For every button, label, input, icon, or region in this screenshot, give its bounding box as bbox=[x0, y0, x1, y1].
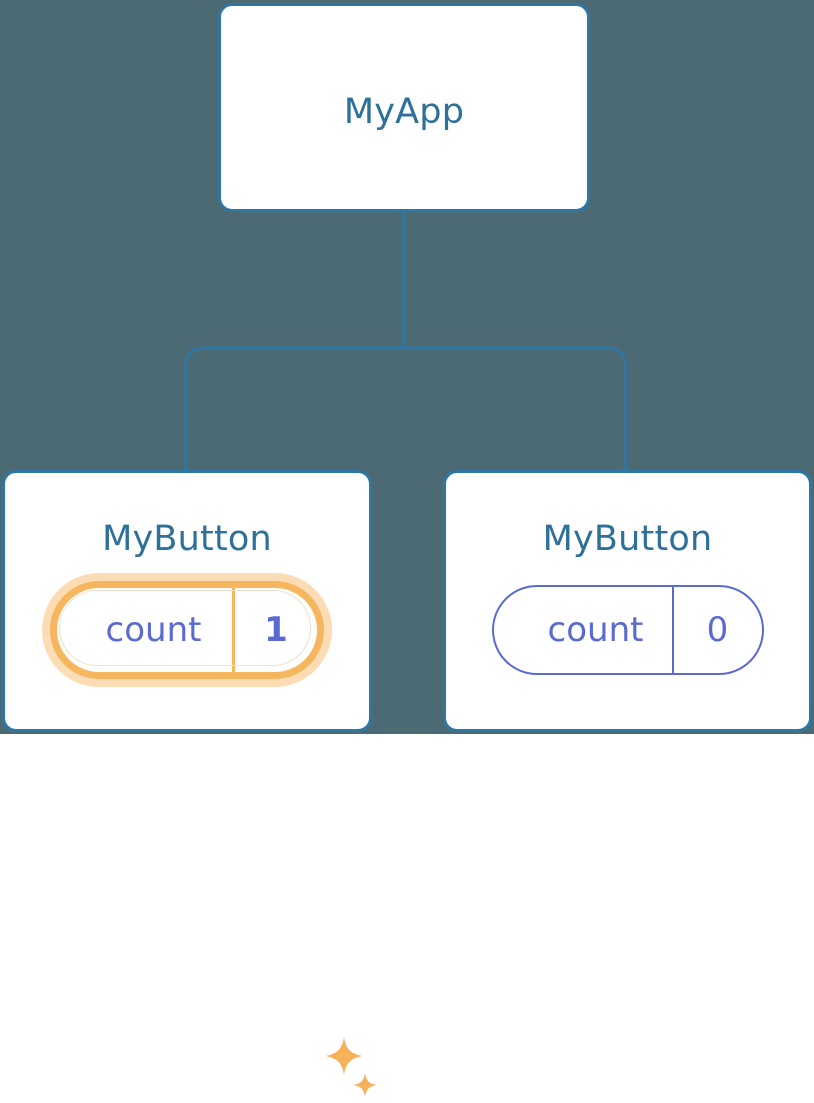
state-pill-glow: count 1 bbox=[42, 573, 332, 687]
node-card-child-1[interactable]: MyButton count 0 bbox=[443, 470, 812, 732]
state-pill-highlighted-wrap: count 1 bbox=[5, 573, 369, 687]
state-key-child-1: count bbox=[547, 610, 644, 650]
node-card-root[interactable]: MyApp bbox=[218, 3, 590, 212]
node-title-child-1: MyButton bbox=[542, 519, 713, 559]
state-value-child-1: 0 bbox=[671, 587, 762, 673]
sparkle-small-icon bbox=[353, 1073, 377, 1097]
sparkle-large-icon bbox=[326, 1037, 362, 1075]
state-value-child-0: 1 bbox=[232, 588, 317, 672]
node-title-child-0: MyButton bbox=[102, 519, 272, 559]
state-pill-plain-wrap: count 0 bbox=[446, 585, 809, 675]
connector-lines bbox=[184, 211, 627, 470]
node-title-root: MyApp bbox=[343, 92, 465, 132]
state-key-child-0: count bbox=[105, 610, 202, 650]
node-card-child-0[interactable]: MyButton count 1 bbox=[2, 470, 377, 1097]
connector-child-bus bbox=[184, 346, 627, 470]
state-pill-child-0[interactable]: count 1 bbox=[57, 588, 317, 672]
sparkle-group bbox=[326, 1037, 377, 1097]
state-pill-child-1[interactable]: count 0 bbox=[491, 585, 764, 675]
